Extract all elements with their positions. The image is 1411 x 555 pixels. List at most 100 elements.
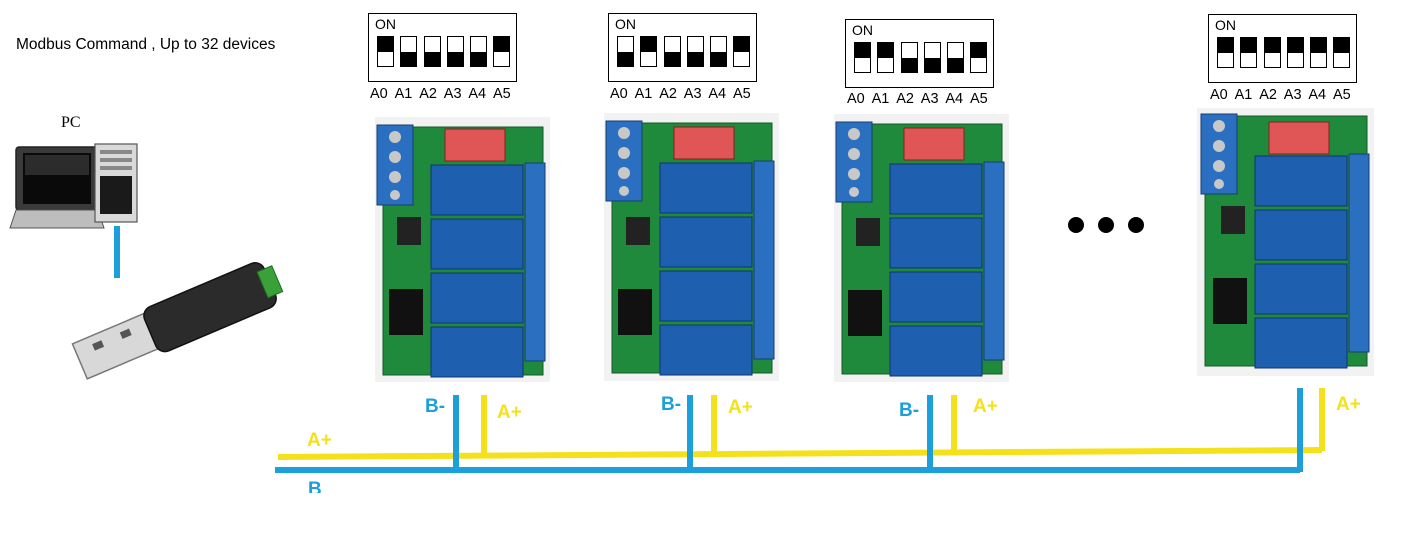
address-label: A2 [659,86,677,102]
address-label: A2 [1259,87,1277,103]
a-plus-label-2: A+ [728,397,753,418]
dip-switch-4-a3 [1287,37,1304,68]
relay-board-4 [1197,108,1374,376]
dip-switch-knob [1288,38,1303,53]
dip-switch-knob [425,51,440,66]
dip-switch-4-a4 [1310,37,1327,68]
address-label: A0 [370,86,388,102]
dip-switch-knob [925,57,940,72]
dip-switch-knob [948,57,963,72]
dip-on-label: ON [615,16,636,32]
dip-switch-knob [711,51,726,66]
dip-switch-3-a0 [854,42,871,73]
address-label: A1 [871,91,890,107]
dip-switch-knob [401,51,416,66]
dip-switch-knob [1311,38,1326,53]
dip-switch-3-a1 [877,42,894,73]
b-minus-label-3: B- [899,400,920,421]
dip-switch-1-a4 [470,36,487,67]
dip-switch-2-a5 [733,36,750,67]
address-label: A2 [896,91,914,107]
dip-switch-3-a2 [901,42,918,73]
address-labels-1: A0 A1 A2 A3 A4 A5 [370,86,518,102]
address-label: A1 [394,86,413,102]
dip-switch-3: ON [845,19,994,88]
dip-switch-knob [855,43,870,58]
address-label: A5 [732,86,751,102]
dip-switch-knob [641,37,656,52]
dip-switch-knob [734,37,749,52]
dip-switch-2-a3 [687,36,704,67]
page-title: Modbus Command , Up to 32 devices [16,36,276,53]
a-plus-label-3: A+ [973,396,998,417]
dip-on-label: ON [1215,17,1236,33]
relay-board-1 [375,117,550,382]
address-label: A4 [1308,87,1327,103]
dip-switch-4-a5 [1333,37,1350,68]
address-label: A5 [969,91,988,107]
dip-switch-knob [494,37,509,52]
address-label: A0 [1210,87,1228,103]
dip-switch-4-a2 [1264,37,1281,68]
dip-switch-knob [688,51,703,66]
address-label: A3 [683,86,702,102]
address-label: A5 [492,86,511,102]
dip-switch-1-a5 [493,36,510,67]
dip-switch-knob [1265,38,1280,53]
address-label: A0 [610,86,628,102]
dip-switch-3-a4 [947,42,964,73]
dip-switch-4-a1 [1240,37,1257,68]
address-label: A2 [419,86,437,102]
dip-switch-knob [665,51,680,66]
dip-switch-2-a0 [617,36,634,67]
b-label-adapter: B [308,479,322,493]
dip-switch-1-a2 [424,36,441,67]
address-label: A5 [1332,87,1351,103]
dip-on-label: ON [375,16,396,32]
relay-board-3 [834,114,1009,382]
dip-switch-knob [448,51,463,66]
dip-switch-1-a0 [377,36,394,67]
dip-switch-knob [971,43,986,58]
relay-board-2 [604,113,779,381]
dip-switch-3-a5 [970,42,987,73]
usb-rs485-adapter [71,262,284,380]
address-label: A0 [847,91,865,107]
dip-switch-1-a1 [400,36,417,67]
address-label: A4 [708,86,727,102]
address-label: A3 [1283,87,1302,103]
dip-switch-knob [1334,38,1349,53]
address-label: A4 [945,91,964,107]
a-plus-label-4: A+ [1336,394,1361,415]
address-label: A3 [920,91,939,107]
address-labels-3: A0 A1 A2 A3 A4 A5 [847,91,995,107]
dip-on-label: ON [852,22,873,38]
dip-switch-2: ON [608,13,757,82]
a-plus-label-adapter: A+ [307,430,332,451]
dip-switch-knob [878,43,893,58]
dip-switch-knob [471,51,486,66]
pc-computer-icon [9,143,138,229]
dip-switch-knob [1241,38,1256,53]
dip-switch-1: ON [368,13,517,82]
dip-switch-knob [902,57,917,72]
address-label: A1 [1234,87,1253,103]
more-devices-ellipsis [1068,217,1144,233]
rs485-bus [275,388,1325,473]
address-label: A3 [443,86,462,102]
dip-switch-4-a0 [1217,37,1234,68]
a-plus-label-1: A+ [497,402,522,423]
address-labels-4: A0 A1 A2 A3 A4 A5 [1210,87,1358,103]
dip-switch-3-a3 [924,42,941,73]
address-label: A4 [468,86,487,102]
dip-switch-2-a4 [710,36,727,67]
b-minus-label-1: B- [425,396,446,417]
dip-switch-knob [378,37,393,52]
dip-switch-1-a3 [447,36,464,67]
b-minus-label-2: B- [661,394,682,415]
dip-switch-4: ON [1208,14,1357,83]
pc-label: PC [61,114,81,131]
dip-switch-2-a1 [640,36,657,67]
